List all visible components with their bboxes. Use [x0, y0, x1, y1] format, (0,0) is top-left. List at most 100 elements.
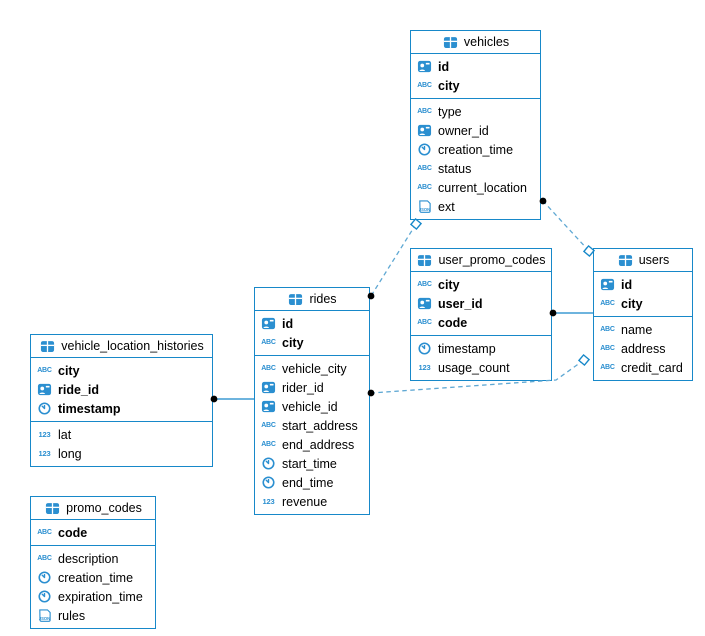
abc-text-icon: ABC [600, 326, 615, 333]
column-name: id [438, 59, 450, 74]
clock-icon [416, 142, 433, 158]
column-name: city [438, 78, 460, 93]
column-row: user_id [411, 294, 551, 313]
column-name: ext [438, 199, 455, 214]
column-name: timestamp [438, 341, 496, 356]
column-row: rider_id [255, 378, 369, 397]
clock-icon [36, 401, 53, 417]
table-name: promo_codes [66, 501, 142, 515]
column-name: rider_id [282, 380, 324, 395]
column-row: ABC current_location [411, 178, 540, 197]
column-name: city [58, 363, 80, 378]
abc-text-icon: ABC [417, 281, 432, 288]
json-document-icon: JSON [36, 608, 53, 624]
table-name: user_promo_codes [438, 253, 546, 267]
id-badge-icon [416, 296, 433, 312]
column-name: vehicle_city [282, 361, 347, 376]
json-document-icon: JSON [416, 199, 433, 215]
abc-text-icon: ABC [600, 364, 615, 371]
column-name: start_address [282, 418, 358, 433]
abc-text-icon: ABC [600, 345, 615, 352]
column-name: user_id [438, 296, 483, 311]
abc-text-icon: ABC [417, 108, 432, 115]
table-header[interactable]: user_promo_codes [411, 249, 551, 272]
column-row: start_time [255, 454, 369, 473]
table-header[interactable]: vehicle_location_histories [31, 335, 212, 358]
clock-icon [416, 341, 433, 357]
abc-text-icon: ABC [417, 184, 432, 191]
numeric-123-icon: 123 [262, 496, 275, 506]
id-badge-icon [599, 277, 616, 293]
id-badge-icon [36, 382, 53, 398]
abc-text-icon: ABC [37, 367, 52, 374]
column-name: end_address [282, 437, 355, 452]
column-row: ABC end_address [255, 435, 369, 454]
column-name: lat [58, 427, 72, 442]
column-name: long [58, 446, 82, 461]
table-header[interactable]: rides [255, 288, 369, 311]
column-name: address [621, 341, 666, 356]
abc-text-icon: ABC [261, 441, 276, 448]
endpoint-diamond [577, 353, 591, 367]
table-header[interactable]: vehicles [411, 31, 540, 54]
numeric-123-icon: 123 [38, 448, 51, 458]
id-badge-icon [416, 59, 433, 75]
table-name: vehicle_location_histories [61, 339, 204, 353]
abc-text-icon: ABC [261, 422, 276, 429]
column-name: revenue [282, 494, 328, 509]
column-row: timestamp [411, 339, 551, 358]
id-badge-icon [260, 380, 277, 396]
column-name: code [438, 315, 468, 330]
id-badge-icon [416, 123, 433, 139]
column-name: timestamp [58, 401, 121, 416]
abc-text-icon: ABC [37, 529, 52, 536]
column-row: JSON rules [31, 606, 155, 625]
table-icon [39, 338, 56, 354]
column-row: timestamp [31, 399, 212, 418]
column-name: ride_id [58, 382, 99, 397]
abc-text-icon: ABC [600, 300, 615, 307]
abc-text-icon: ABC [417, 165, 432, 172]
column-name: expiration_time [58, 589, 143, 604]
table-header[interactable]: users [594, 249, 692, 272]
column-row: expiration_time [31, 587, 155, 606]
column-name: type [438, 104, 462, 119]
primary-key-section: ABC city ride_id timestamp [31, 358, 212, 421]
table-icon [416, 252, 433, 268]
column-row: ABC type [411, 102, 540, 121]
column-name: city [282, 335, 304, 350]
svg-text:JSON: JSON [39, 616, 50, 621]
column-name: name [621, 322, 653, 337]
column-row: end_time [255, 473, 369, 492]
column-name: rules [58, 608, 86, 623]
primary-key-section: ABC code [31, 520, 155, 545]
relationship-line [542, 200, 590, 252]
table-header[interactable]: promo_codes [31, 497, 155, 520]
column-name: code [58, 525, 88, 540]
column-name: usage_count [438, 360, 510, 375]
table-name: users [638, 253, 670, 267]
column-row: ABC address [594, 339, 692, 358]
column-name: current_location [438, 180, 527, 195]
